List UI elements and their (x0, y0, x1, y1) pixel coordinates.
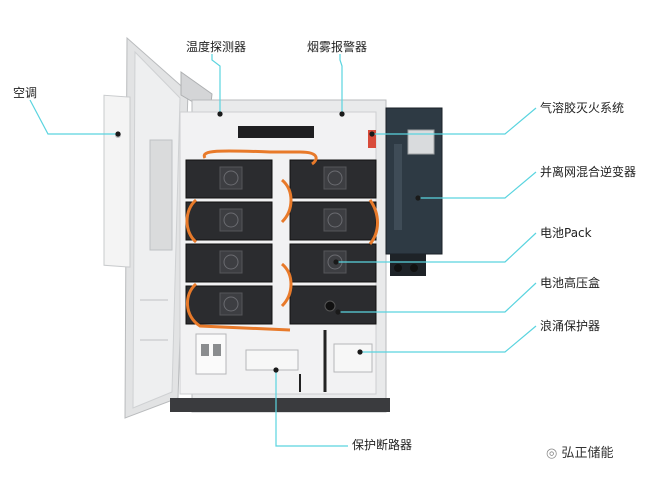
power-cable (202, 149, 318, 166)
leader-dot (115, 131, 121, 137)
battery-module (185, 201, 273, 241)
label-smoke-alarm: 烟雾报警器 (307, 40, 368, 54)
watermark: ◎ 弘正储能 (546, 442, 614, 461)
aerosol-canister (368, 130, 376, 148)
battery-module (185, 159, 273, 199)
leader-dot (273, 367, 279, 373)
inverter-unit (385, 107, 443, 276)
battery-module (289, 201, 377, 241)
switchgear-area (195, 330, 373, 392)
leader-line (360, 325, 537, 353)
leader-line (336, 232, 537, 263)
leader-dot (369, 131, 375, 137)
label-air-conditioner: 空调 (13, 86, 38, 100)
label-breaker: 保护断路器 (352, 438, 413, 452)
breaker-device (195, 333, 227, 375)
leader-dot (217, 111, 223, 117)
surge-device (333, 343, 373, 373)
leader-line (418, 171, 537, 199)
leader-line (275, 370, 348, 447)
label-battery-hv-box: 电池高压盒 (540, 276, 601, 290)
battery-module (185, 285, 273, 325)
leader-line (339, 54, 343, 114)
power-cable (280, 262, 293, 308)
battery-rack (185, 159, 377, 325)
leader-dot (335, 309, 341, 315)
power-cable (185, 198, 198, 244)
leader-dot (333, 259, 339, 265)
power-cable (280, 178, 293, 224)
orange-cables (185, 149, 379, 332)
label-battery-pack: 电池Pack (540, 226, 592, 240)
top-vent (238, 126, 314, 138)
battery-module (289, 243, 377, 283)
label-hybrid-inverter: 并离网混合逆变器 (540, 165, 637, 179)
leader-line (211, 54, 221, 114)
door-vent (149, 139, 173, 251)
leader-line (338, 282, 537, 313)
leader-dot (357, 349, 363, 355)
power-cable (368, 199, 379, 245)
leader-lines (29, 54, 537, 447)
air-conditioner-unit (103, 94, 131, 268)
power-cable (186, 282, 291, 332)
leader-dot (339, 111, 345, 117)
battery-hv-box (289, 285, 377, 325)
terminal-block (245, 349, 299, 371)
watermark-text: 弘正储能 (561, 446, 614, 461)
cabinet-door (103, 36, 189, 419)
leader-line (372, 107, 537, 135)
label-surge-protector: 浪涌保护器 (540, 319, 601, 333)
label-aerosol-fire: 气溶胶灭火系统 (540, 101, 625, 115)
leader-line (29, 99, 118, 135)
leader-dot (415, 195, 421, 201)
battery-module (185, 243, 273, 283)
cabinet-base (170, 398, 390, 412)
label-temp-detector: 温度探测器 (186, 40, 247, 54)
battery-module (289, 159, 377, 199)
wechat-icon: ◎ (546, 446, 558, 461)
